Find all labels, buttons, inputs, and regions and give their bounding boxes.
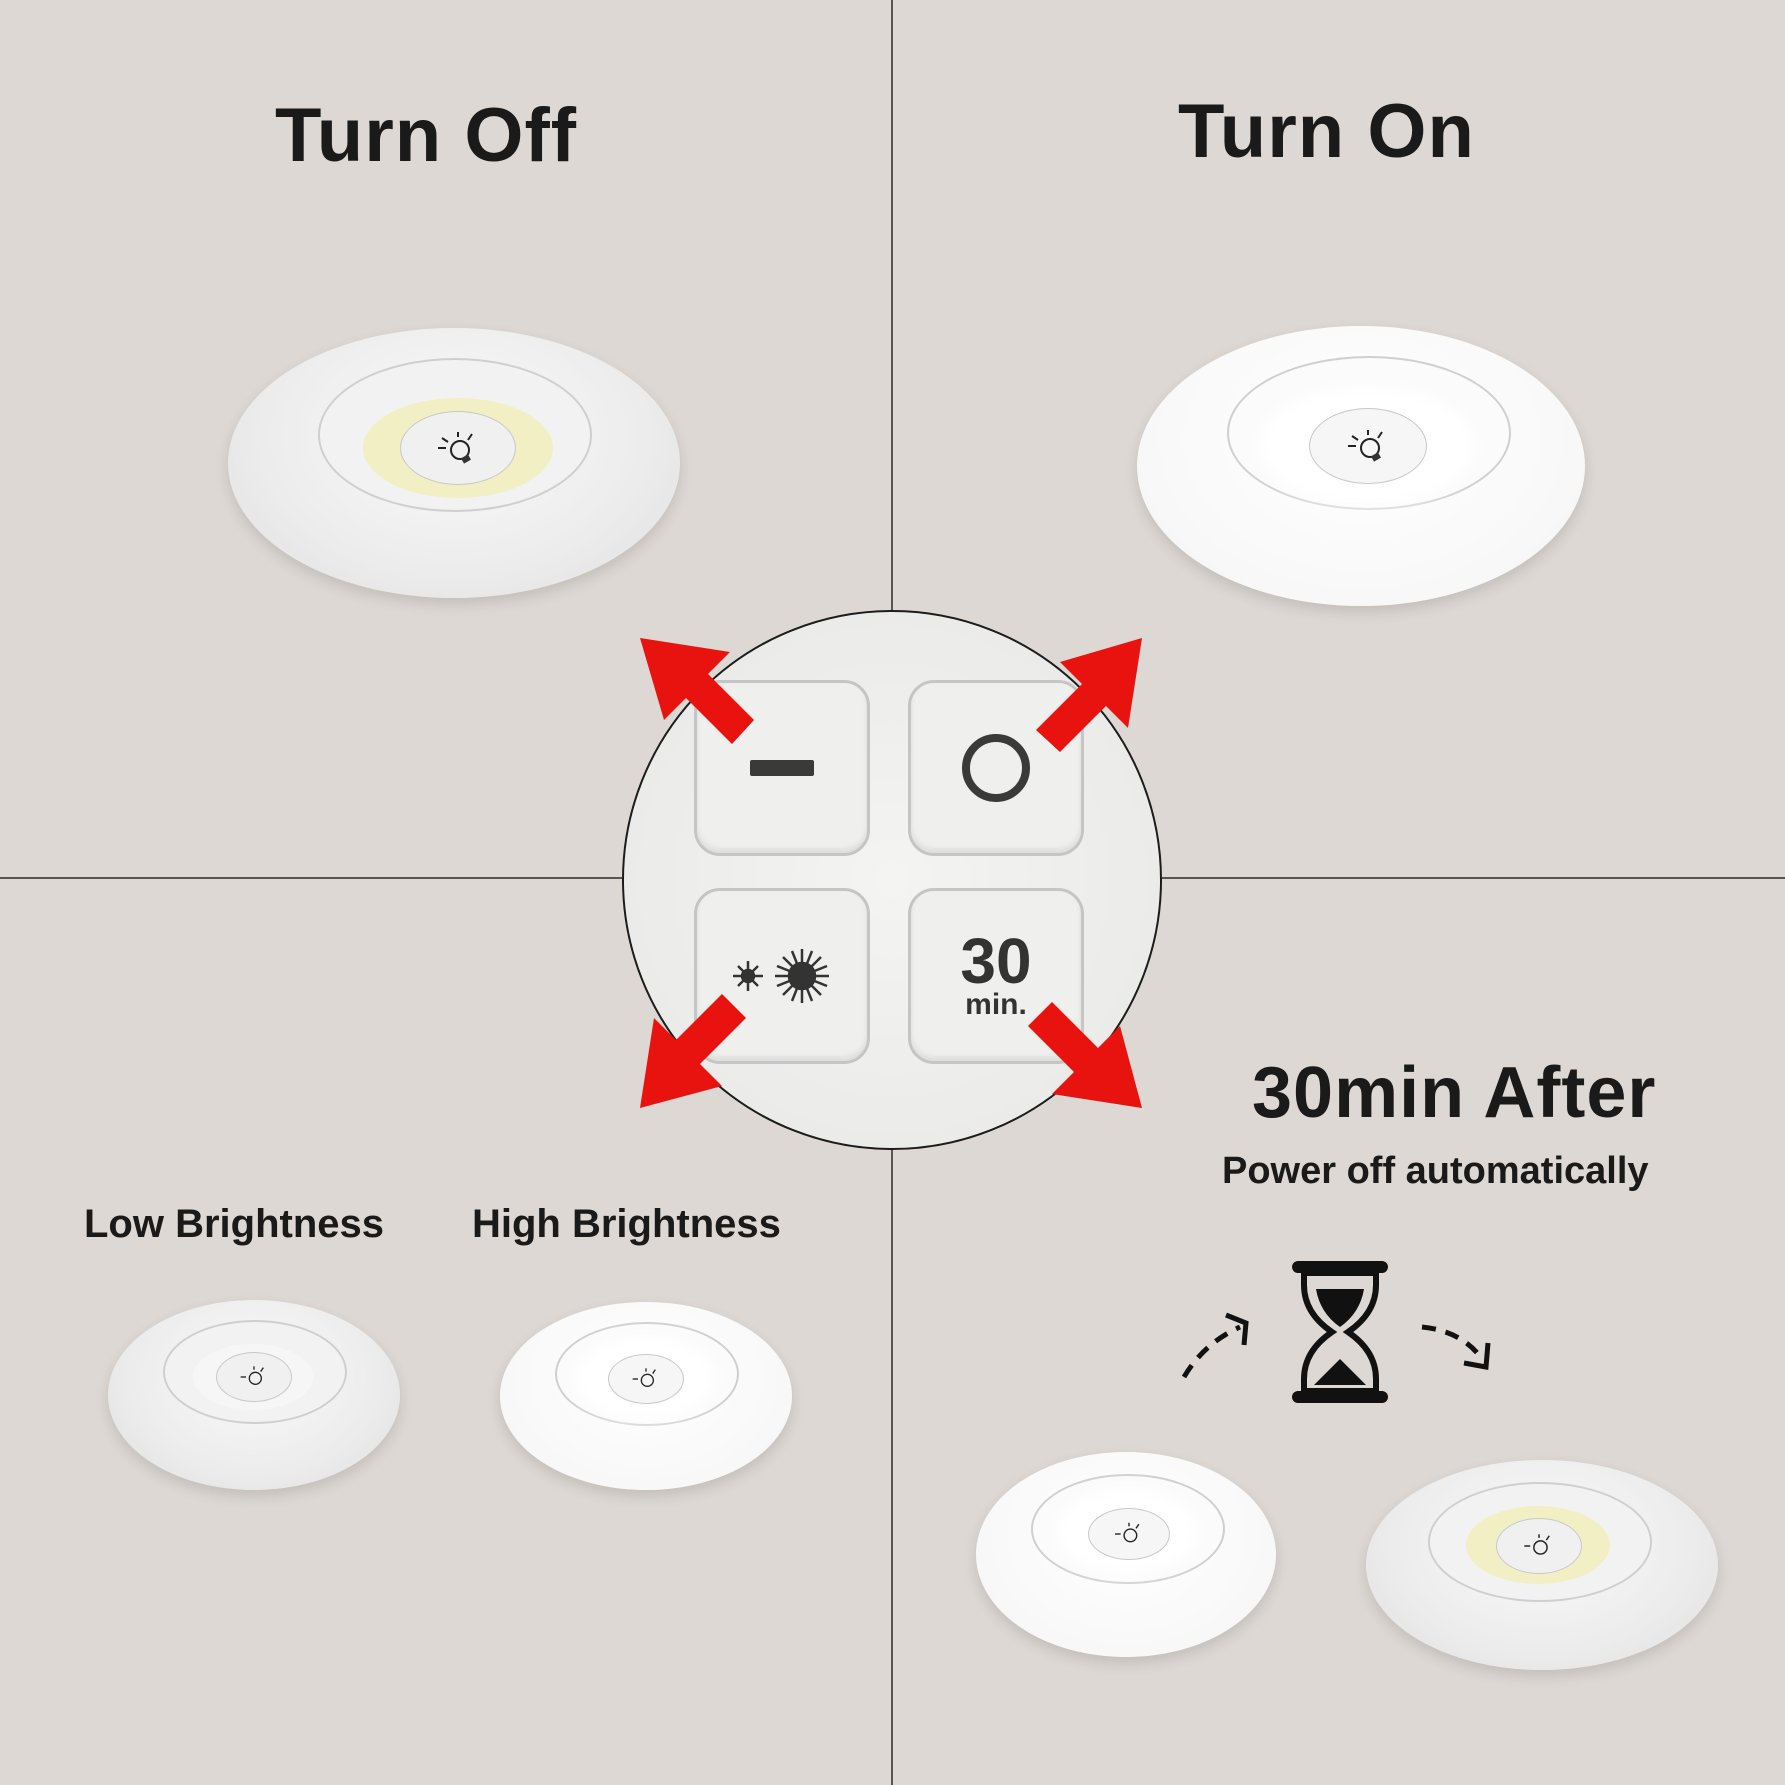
direction-arrows <box>640 638 1142 1108</box>
low-brightness-label: Low Brightness <box>84 1202 385 1246</box>
circle-icon <box>962 734 1030 802</box>
bulb-icon <box>1524 1534 1550 1555</box>
bulb-icon <box>1348 430 1383 462</box>
hourglass-sequence <box>1181 1261 1491 1403</box>
arrow-up-left-icon <box>640 638 754 744</box>
dashed-arrow-in-icon <box>1181 1324 1242 1379</box>
timer-title: 30min After <box>1252 1053 1657 1133</box>
turn-on-title: Turn On <box>1178 89 1475 174</box>
bulb-icon <box>632 1368 656 1388</box>
arrow-down-left-icon <box>640 994 746 1108</box>
bulb-icon <box>1115 1522 1140 1543</box>
timer-subtitle: Power off automatically <box>1222 1150 1649 1192</box>
brightness-key[interactable] <box>694 888 870 1064</box>
arrow-down-right-icon <box>1028 1002 1142 1108</box>
high-brightness-label: High Brightness <box>472 1202 781 1246</box>
on-key[interactable] <box>908 680 1084 856</box>
bulb-icon <box>438 432 473 464</box>
bulb-icon <box>240 1366 264 1386</box>
sun-icon <box>733 949 829 1003</box>
turn-off-title: Turn Off <box>275 93 578 178</box>
minus-icon <box>750 760 814 776</box>
hourglass-icon <box>1292 1261 1388 1403</box>
dashed-arrow-out-icon <box>1421 1324 1485 1361</box>
arrow-up-right-icon <box>1036 638 1142 752</box>
